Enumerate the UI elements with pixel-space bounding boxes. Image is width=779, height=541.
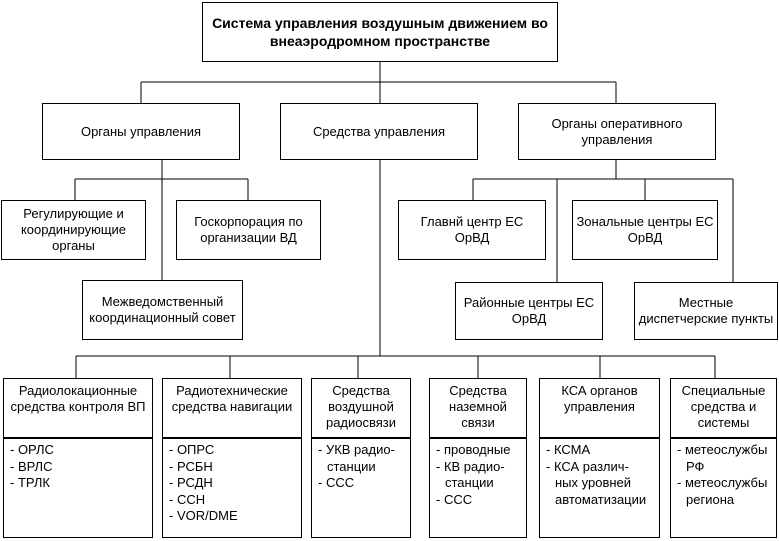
list-item: автоматизации xyxy=(555,491,647,507)
operational-bodies-label: Органы оперативного управления xyxy=(551,115,683,147)
system-title-box: Система управления воздушным движением в… xyxy=(202,2,558,62)
means-radar-box: Радиолокационные средства контроля ВП xyxy=(3,378,153,438)
means-air-radio-list: - УКВ радио- станции - ССС xyxy=(311,438,411,538)
list-item: - ТРЛК xyxy=(10,475,50,490)
means-ground-comm-list: - проводные - КВ радио- станции - ССС xyxy=(429,438,527,538)
list-item: - ССН xyxy=(169,491,206,507)
state-corporation-label: Госкорпорация по организации ВД xyxy=(194,214,303,245)
zonal-centers-label: Зональные центры ЕС ОрВД xyxy=(576,214,714,245)
governing-bodies-box: Органы управления xyxy=(42,103,240,160)
main-center-label: Главнй центр ЕС ОрВД xyxy=(420,214,524,245)
state-corporation-box: Госкорпорация по организации ВД xyxy=(176,200,321,260)
regional-centers-label: Районные центры ЕС ОрВД xyxy=(463,295,595,326)
interagency-council-box: Межведомственный координационный совет xyxy=(82,280,243,340)
list-item: - ОРЛС xyxy=(10,442,54,457)
list-item: - ВРЛС xyxy=(10,458,53,474)
list-item: - ОПРС xyxy=(169,442,215,457)
list-item: - ССС xyxy=(318,475,355,490)
main-center-box: Главнй центр ЕС ОрВД xyxy=(398,200,546,260)
means-radar-title: Радиолокационные средства контроля ВП xyxy=(10,383,146,414)
means-special-title: Специальные средства и системы xyxy=(681,383,766,430)
operational-bodies-box: Органы оперативного управления xyxy=(518,103,716,160)
list-item: - метеослужбы xyxy=(677,475,768,490)
list-item: - ССС xyxy=(436,491,473,507)
means-navigation-box: Радиотехнические средства навигации xyxy=(162,378,302,438)
list-item: - проводные xyxy=(436,442,511,457)
means-ground-comm-box: Средства наземной связи xyxy=(429,378,527,438)
means-radar-list: - ОРЛС - ВРЛС - ТРЛК xyxy=(3,438,153,538)
means-air-radio-title: Средства воздушной радиосвязи xyxy=(325,383,397,430)
list-item: - метеослужбы xyxy=(677,442,768,457)
list-item: - УКВ радио- xyxy=(318,442,395,457)
list-item: - РСДН xyxy=(169,475,213,490)
list-item: - VOR/DME xyxy=(169,508,238,523)
zonal-centers-box: Зональные центры ЕС ОрВД xyxy=(572,200,718,260)
system-title: Система управления воздушным движением в… xyxy=(212,15,548,49)
means-ksa-list: - КСМА - КСА различ- ных уровней автомат… xyxy=(539,438,660,538)
regulatory-bodies-label: Регулирующие и координирующие органы xyxy=(20,206,127,253)
regulatory-bodies-box: Регулирующие и координирующие органы xyxy=(1,200,146,260)
means-navigation-list: - ОПРС - РСБН - РСДН - ССН - VOR/DME xyxy=(162,438,302,538)
means-ksa-box: КСА органов управления xyxy=(539,378,660,438)
means-special-list: - метеослужбы РФ - метеослужбы региона xyxy=(670,438,777,538)
local-points-label: Местные диспетчерские пункты xyxy=(638,295,774,326)
list-item: ных уровней xyxy=(555,475,632,490)
means-special-box: Специальные средства и системы xyxy=(670,378,777,438)
governing-bodies-label: Органы управления xyxy=(80,123,202,139)
list-item: - РСБН xyxy=(169,458,213,474)
list-item: - КСМА xyxy=(546,442,591,457)
list-item: - КВ радио- xyxy=(436,458,505,474)
list-item: - КСА различ- xyxy=(546,458,629,474)
local-points-box: Местные диспетчерские пункты xyxy=(634,282,778,340)
list-item: станции xyxy=(445,475,494,490)
means-air-radio-box: Средства воздушной радиосвязи xyxy=(311,378,411,438)
regional-centers-box: Районные центры ЕС ОрВД xyxy=(455,282,603,340)
list-item: РФ xyxy=(686,458,705,474)
control-means-box: Средства управления xyxy=(280,103,478,160)
control-means-label: Средства управления xyxy=(312,123,446,139)
means-ground-comm-title: Средства наземной связи xyxy=(449,383,507,430)
list-item: региона xyxy=(686,491,735,507)
means-navigation-title: Радиотехнические средства навигации xyxy=(171,383,293,414)
interagency-council-label: Межведомственный координационный совет xyxy=(89,294,236,325)
means-ksa-title: КСА органов управления xyxy=(561,383,638,414)
list-item: станции xyxy=(327,458,376,474)
